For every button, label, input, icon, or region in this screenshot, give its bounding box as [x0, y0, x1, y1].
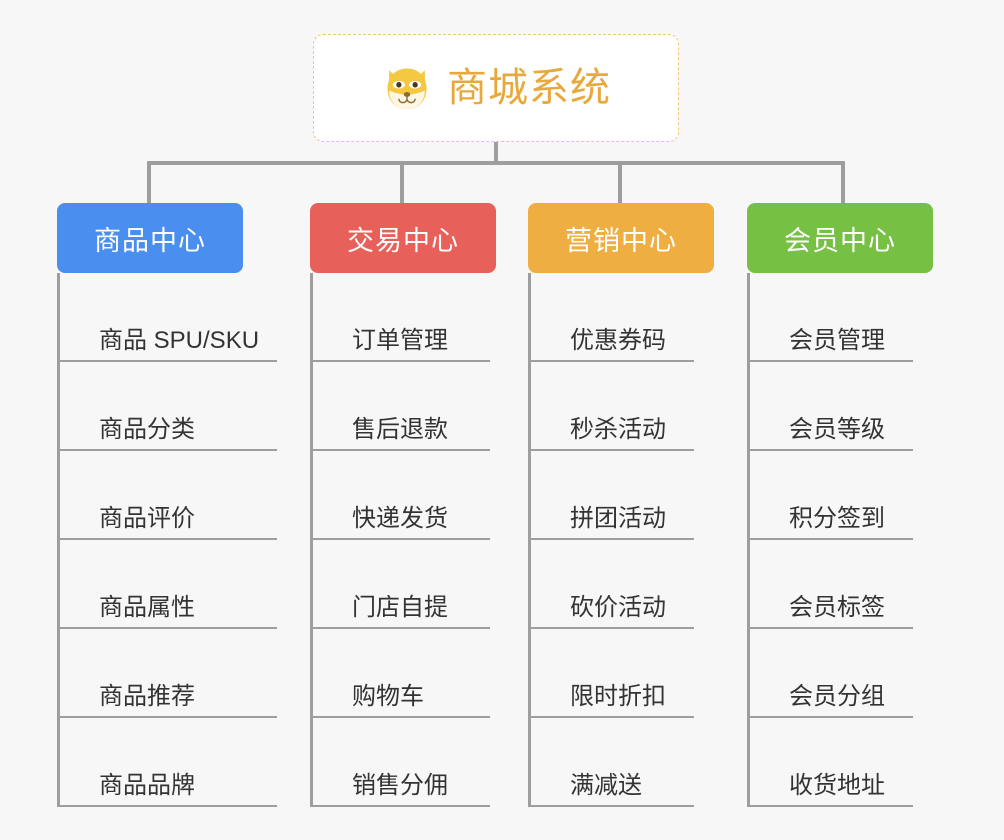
leaf-item[interactable]: 购物车	[310, 629, 490, 718]
branch-column-2: 交易中心 订单管理售后退款快递发货门店自提购物车销售分佣	[310, 203, 512, 807]
leaf-item-label: 售后退款	[352, 415, 448, 443]
leaf-item-label: 销售分佣	[352, 771, 448, 799]
connector-drop-4	[841, 161, 845, 205]
leaf-item-label: 砍价活动	[570, 593, 666, 621]
leaf-item-label: 拼团活动	[570, 504, 666, 532]
branch-column-4: 会员中心 会员管理会员等级积分签到会员标签会员分组收货地址	[747, 203, 937, 807]
leaf-item-label: 商品品牌	[99, 771, 195, 799]
leaf-item-label: 限时折扣	[570, 682, 666, 710]
leaf-item-label: 商品推荐	[99, 682, 195, 710]
branch-header-2[interactable]: 交易中心	[310, 203, 496, 273]
leaf-item[interactable]: 砍价活动	[528, 540, 694, 629]
leaf-item[interactable]: 优惠券码	[528, 273, 694, 362]
branch-items-4: 会员管理会员等级积分签到会员标签会员分组收货地址	[747, 273, 913, 807]
connector-horizontal-bus	[147, 161, 845, 165]
branch-items-3: 优惠券码秒杀活动拼团活动砍价活动限时折扣满减送	[528, 273, 694, 807]
leaf-item[interactable]: 售后退款	[310, 362, 490, 451]
leaf-item[interactable]: 限时折扣	[528, 629, 694, 718]
leaf-item[interactable]: 销售分佣	[310, 718, 490, 807]
leaf-item[interactable]: 商品品牌	[57, 718, 277, 807]
leaf-item[interactable]: 会员管理	[747, 273, 913, 362]
branch-trunk-4	[747, 273, 750, 807]
branch-trunk-3	[528, 273, 531, 807]
branch-header-4[interactable]: 会员中心	[747, 203, 933, 273]
leaf-item-label: 满减送	[570, 771, 642, 799]
connector-drop-1	[147, 161, 151, 205]
branch-column-3: 营销中心 优惠券码秒杀活动拼团活动砍价活动限时折扣满减送	[528, 203, 718, 807]
leaf-item-label: 会员等级	[789, 415, 885, 443]
branch-trunk-1	[57, 273, 60, 807]
branch-column-1: 商品中心 商品 SPU/SKU 商品分类商品评价商品属性商品推荐商品品牌	[57, 203, 277, 807]
leaf-item[interactable]: 积分签到	[747, 451, 913, 540]
leaf-item-label: 商品评价	[99, 504, 195, 532]
branch-items-2: 订单管理售后退款快递发货门店自提购物车销售分佣	[310, 273, 490, 807]
leaf-item-label: 快递发货	[352, 504, 448, 532]
leaf-item[interactable]: 商品评价	[57, 451, 277, 540]
leaf-item[interactable]: 秒杀活动	[528, 362, 694, 451]
connector-root-stub	[494, 142, 498, 164]
leaf-item-label: 商品分类	[99, 415, 195, 443]
leaf-item-label: 订单管理	[352, 326, 448, 354]
shiba-dog-face-icon	[387, 68, 427, 110]
leaf-item[interactable]: 会员标签	[747, 540, 913, 629]
connector-drop-2	[400, 161, 404, 205]
branch-trunk-2	[310, 273, 313, 807]
leaf-item-label: 门店自提	[352, 593, 448, 621]
leaf-item[interactable]: 收货地址	[747, 718, 913, 807]
branch-items-1: 商品 SPU/SKU 商品分类商品评价商品属性商品推荐商品品牌	[57, 273, 277, 807]
leaf-item[interactable]: 订单管理	[310, 273, 490, 362]
root-title: 商城系统	[447, 66, 611, 110]
branch-header-3[interactable]: 营销中心	[528, 203, 714, 273]
leaf-item[interactable]: 会员分组	[747, 629, 913, 718]
leaf-item[interactable]: 商品属性	[57, 540, 277, 629]
leaf-item-label: 购物车	[352, 682, 424, 710]
connector-drop-3	[618, 161, 622, 205]
leaf-item[interactable]: 会员等级	[747, 362, 913, 451]
leaf-item-label: 商品 SPU/SKU	[99, 326, 260, 354]
leaf-item[interactable]: 商品 SPU/SKU	[57, 273, 277, 362]
leaf-item[interactable]: 商品推荐	[57, 629, 277, 718]
leaf-item-label: 会员管理	[789, 326, 885, 354]
leaf-item[interactable]: 快递发货	[310, 451, 490, 540]
leaf-item-label: 会员分组	[789, 682, 885, 710]
leaf-item-label: 优惠券码	[570, 326, 666, 354]
leaf-item-label: 积分签到	[789, 504, 885, 532]
leaf-item[interactable]: 商品分类	[57, 362, 277, 451]
root-node[interactable]: 商城系统	[313, 34, 679, 142]
leaf-item-label: 会员标签	[789, 593, 885, 621]
leaf-item-label: 秒杀活动	[570, 415, 666, 443]
branch-header-1[interactable]: 商品中心	[57, 203, 243, 273]
leaf-item[interactable]: 门店自提	[310, 540, 490, 629]
leaf-item[interactable]: 满减送	[528, 718, 694, 807]
leaf-item-label: 商品属性	[99, 593, 195, 621]
leaf-item[interactable]: 拼团活动	[528, 451, 694, 540]
leaf-item-label: 收货地址	[789, 771, 885, 799]
